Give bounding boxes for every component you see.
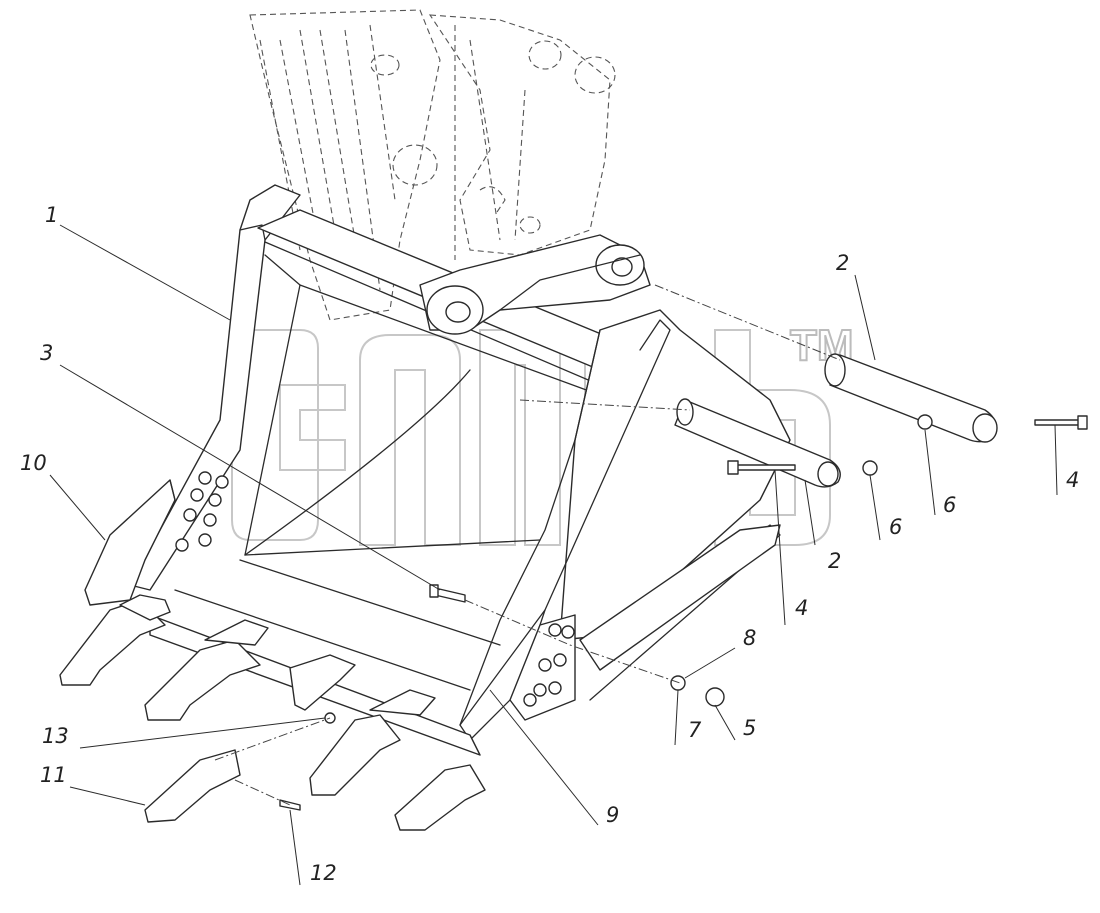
assembly-lines [214,284,841,806]
phantom-arm-outline [249,9,616,321]
callout-4-right: 4 [1066,468,1079,492]
callout-9: 9 [606,803,619,827]
pins [674,353,998,488]
callout-1: 1 [45,203,58,227]
callout-13: 13 [42,724,69,748]
callout-11: 11 [40,763,67,787]
callout-5: 5 [743,716,756,740]
callout-7: 7 [688,718,702,742]
callout-2-bottom: 2 [828,549,841,573]
bucket-teeth [59,594,486,831]
leader-lines [49,224,1058,886]
loose-tooth [144,749,241,823]
side-cutter-right [579,524,781,671]
callout-10: 10 [20,451,47,475]
callout-8: 8 [743,626,756,650]
callout-3: 3 [40,341,53,365]
callout-12: 12 [310,861,337,885]
callout-4-lower: 4 [795,596,808,620]
callout-6-left: 6 [889,515,902,539]
callout-6-right: 6 [943,493,956,517]
callout-labels: 1 2 2 3 4 4 5 6 6 7 8 9 10 11 12 13 [20,203,1079,885]
right-bolt-group [509,614,576,721]
left-bolt-group [175,471,229,552]
callout-2-top: 2 [836,251,849,275]
